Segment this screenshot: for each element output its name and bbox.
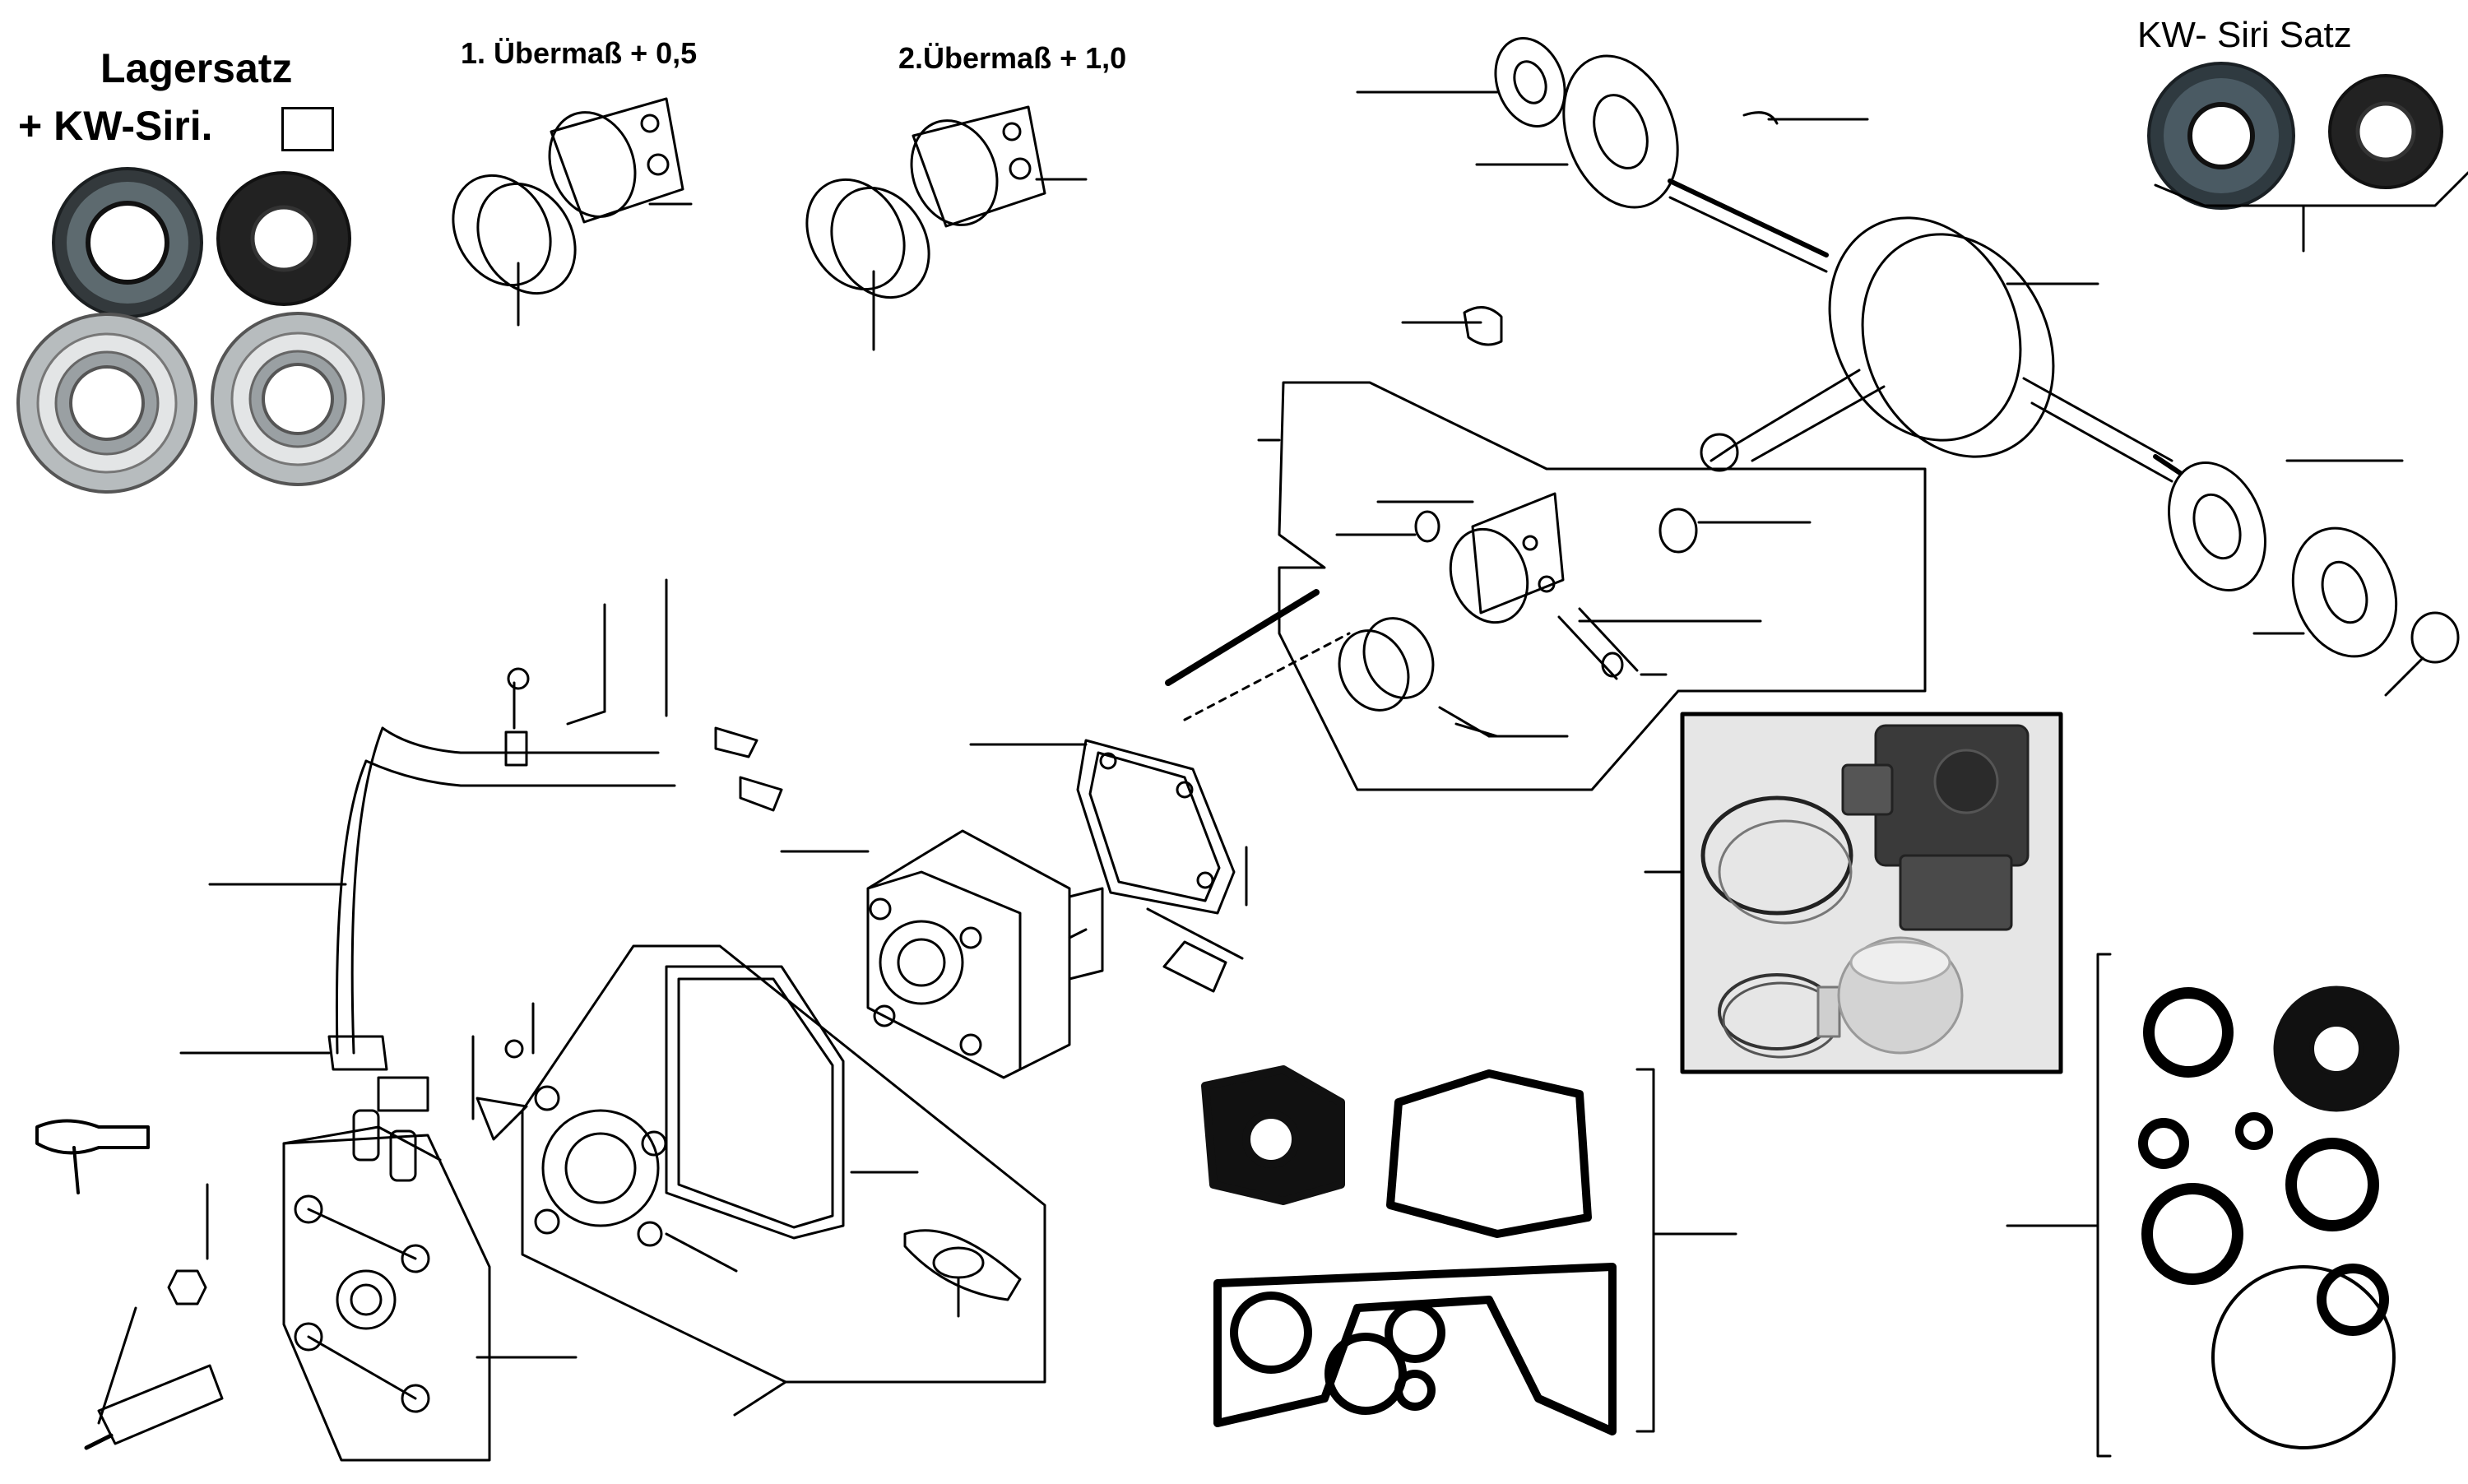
head-gasket-outline xyxy=(521,944,1046,1417)
kw-siri-label: + KW-Siri. xyxy=(18,103,213,149)
oversize-2-label: 2.Übermaß + 1,0 xyxy=(898,41,1127,75)
lagersatz-label: Lagersatz xyxy=(100,45,293,91)
gasket-set-bracket xyxy=(1635,1068,1737,1433)
kw-siri-satz-label: KW- Siri Satz xyxy=(2137,15,2352,55)
engine-gasket-set xyxy=(1201,1065,1617,1435)
ball-bearing-left-photo xyxy=(16,313,197,494)
crankshaft-assembly xyxy=(1356,37,2460,697)
cylinder-head-assembly xyxy=(35,578,783,1462)
bearing-set-photo xyxy=(16,167,385,494)
kw-siri-set-photo xyxy=(2147,62,2468,253)
cylinder-kit-photo xyxy=(1644,712,2063,1074)
piston-oversize-2 xyxy=(805,105,1088,351)
seal-set xyxy=(2006,953,2400,1458)
seal-small-photo xyxy=(216,171,351,306)
oversize-1-label: 1. Übermaß + 0,5 xyxy=(461,36,698,70)
cylinder-assembly xyxy=(780,632,1351,1079)
ball-bearing-right-photo xyxy=(211,312,385,486)
piston-kit-outline xyxy=(1165,381,1927,791)
kw-siri-checkbox[interactable] xyxy=(281,107,334,151)
piston-oversize-1 xyxy=(452,97,693,327)
seal-large-photo xyxy=(52,167,203,318)
